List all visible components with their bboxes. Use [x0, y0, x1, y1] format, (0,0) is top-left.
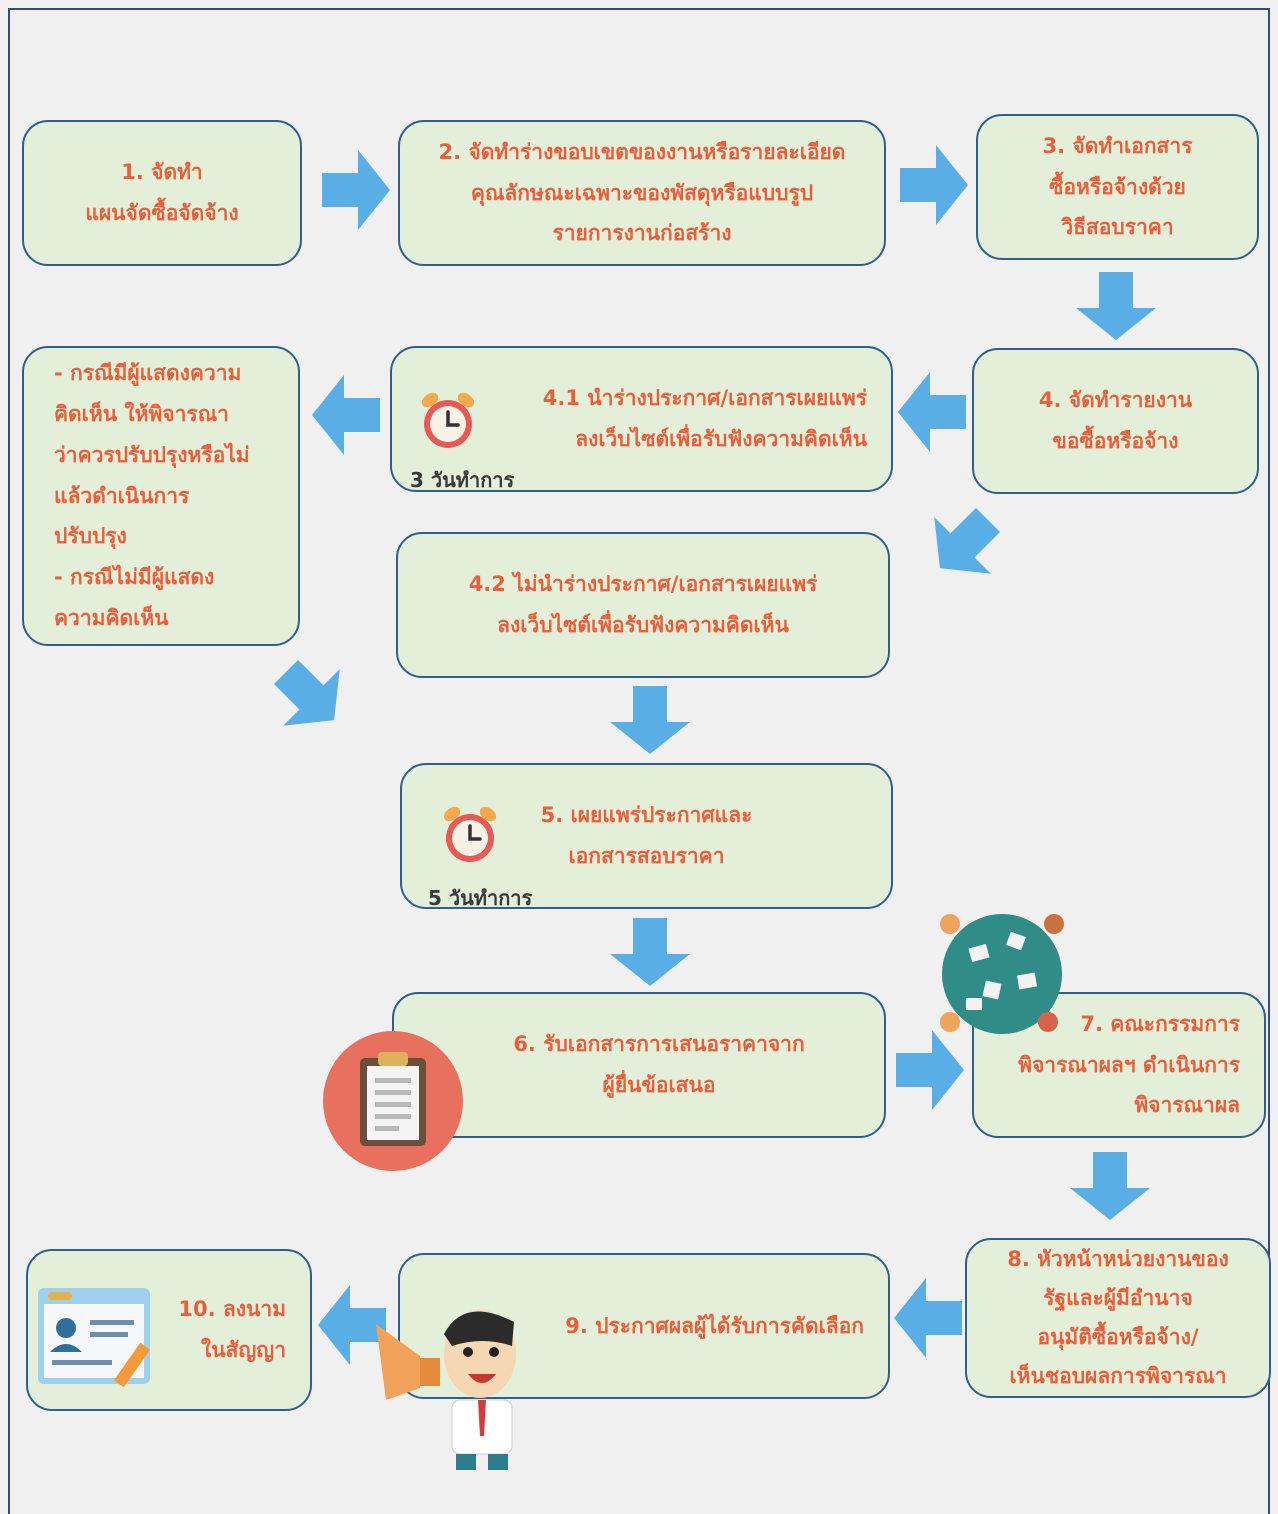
step-10-text: 10. ลงนาม ในสัญญา	[178, 1297, 286, 1362]
arrow-42-5	[610, 686, 690, 754]
step-5-days: 5 วันทำการ	[428, 886, 533, 910]
id-card-icon	[38, 1288, 151, 1388]
arrow-2-3	[900, 145, 968, 225]
arrow-note-5	[257, 643, 363, 749]
step-6-box: 6. รับเอกสารการเสนอราคาจาก ผู้ยื่นข้อเสน…	[392, 992, 886, 1138]
step-4-box: 4. จัดทำรายงาน ขอซื้อหรือจ้าง	[972, 348, 1259, 494]
step-3-box: 3. จัดทำเอกสาร ซื้อหรือจ้างด้วย วิธีสอบร…	[976, 114, 1259, 260]
arrow-8-9	[894, 1278, 962, 1358]
arrow-5-6	[610, 918, 690, 986]
arrow-3-4	[1076, 272, 1156, 340]
alarm-clock-icon	[421, 392, 475, 448]
arrow-1-2	[322, 150, 390, 230]
step-2-box: 2. จัดทำร่างขอบเขตของงานหรือรายละเอียด ค…	[398, 120, 886, 266]
step-4-text: 4. จัดทำรายงาน ขอซื้อหรือจ้าง	[1038, 388, 1193, 453]
step-4-1-text: 4.1 นำร่างประกาศ/เอกสารเผยแพร่ ลงเว็บไซต…	[542, 386, 867, 451]
step-8-text: 8. หัวหน้าหน่วยงานของ รัฐและผู้มีอำนาจ อ…	[1007, 1247, 1229, 1388]
note-text: - กรณีมีผู้แสดงความ คิดเห็น ให้พิจารณา ว…	[54, 360, 250, 631]
step-7-text: 7. คณะกรรมการ พิจารณาผลฯ ดำเนินการ พิจาร…	[1018, 1011, 1240, 1118]
step-6-text: 6. รับเอกสารการเสนอราคาจาก ผู้ยื่นข้อเสน…	[513, 1032, 805, 1097]
step-2-text: 2. จัดทำร่างขอบเขตของงานหรือรายละเอียด ค…	[438, 139, 846, 246]
step-8-box: 8. หัวหน้าหน่วยงานของ รัฐและผู้มีอำนาจ อ…	[965, 1238, 1271, 1398]
arrow-7-8	[1070, 1152, 1150, 1220]
step-1-text: 1. จัดทำ แผนจัดซื้อจัดจ้าง	[85, 160, 239, 225]
meeting-table-icon	[940, 914, 1064, 1034]
arrow-41-note	[312, 375, 380, 455]
step-5-text: 5. เผยแพร่ประกาศและ เอกสารสอบราคา	[540, 803, 753, 868]
megaphone-man-icon	[376, 1310, 516, 1470]
step-4-2-box: 4.2 ไม่นำร่างประกาศ/เอกสารเผยแพร่ ลงเว็บ…	[396, 532, 890, 678]
step-4-1-days: 3 วันทำการ	[410, 468, 515, 492]
arrow-4-41	[898, 372, 966, 452]
clipboard-icon	[323, 1031, 463, 1171]
note-box: - กรณีมีผู้แสดงความ คิดเห็น ให้พิจารณา ว…	[22, 346, 300, 646]
step-9-text: 9. ประกาศผลผู้ได้รับการคัดเลือก	[565, 1313, 864, 1338]
step-3-text: 3. จัดทำเอกสาร ซื้อหรือจ้างด้วย วิธีสอบร…	[1042, 133, 1193, 240]
step-1-box: 1. จัดทำ แผนจัดซื้อจัดจ้าง	[22, 120, 302, 266]
arrow-4-42	[911, 491, 1017, 597]
step-4-2-text: 4.2 ไม่นำร่างประกาศ/เอกสารเผยแพร่ ลงเว็บ…	[468, 572, 818, 637]
alarm-clock-icon	[443, 806, 497, 862]
step-4-1-box: 4.1 นำร่างประกาศ/เอกสารเผยแพร่ ลงเว็บไซต…	[390, 346, 893, 492]
